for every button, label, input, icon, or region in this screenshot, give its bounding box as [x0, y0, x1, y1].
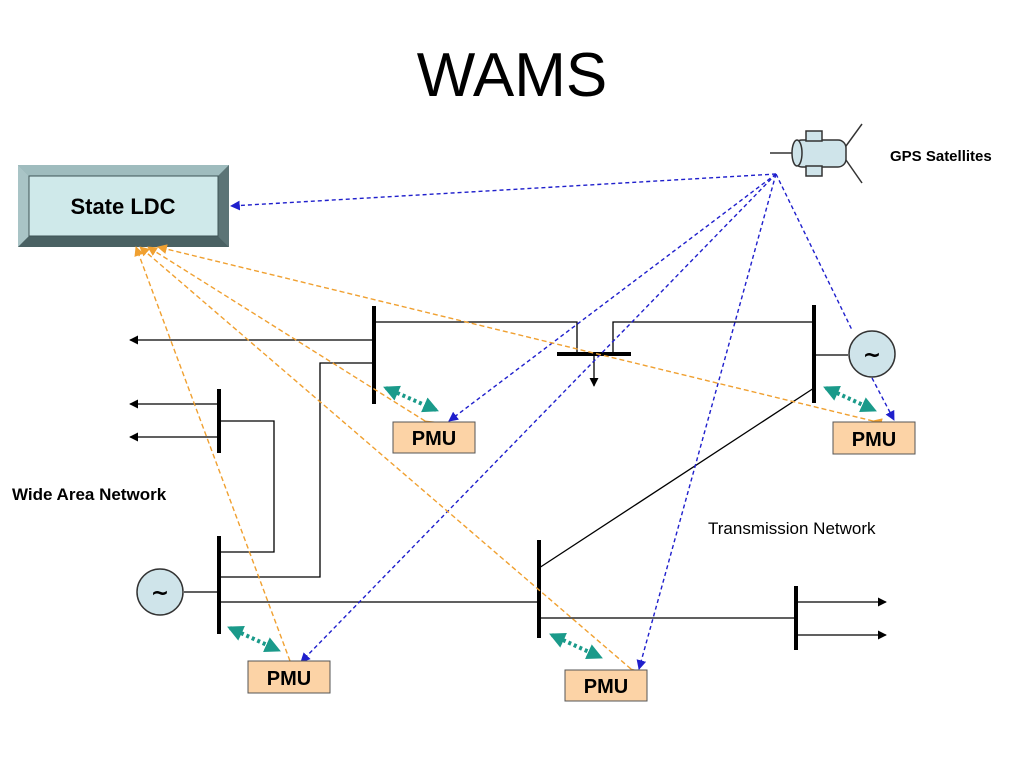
pmu-label-2: PMU: [852, 429, 896, 451]
pmu-box-3: PMU: [247, 660, 331, 694]
pmu-bus-links: [227, 385, 877, 659]
generator-left-symbol: ~: [151, 581, 169, 606]
pmu-box-4: PMU: [564, 669, 648, 702]
generator-left: ~: [136, 568, 184, 616]
pmu-box-2: PMU: [832, 421, 916, 455]
pmu-label-1: PMU: [412, 428, 456, 450]
wide-area-network-label: Wide Area Network: [12, 485, 167, 504]
ldc-links: [134, 244, 883, 679]
pmu-label-3: PMU: [267, 668, 311, 690]
transmission-lines: [129, 321, 887, 640]
generator-right: ~: [848, 330, 896, 378]
page-title: WAMS: [416, 41, 608, 110]
generator-right-symbol: ~: [863, 343, 881, 368]
gps-satellite-icon: [770, 123, 863, 184]
transmission-network-label: Transmission Network: [708, 519, 876, 538]
pmu-label-4: PMU: [584, 676, 628, 698]
state-ldc-label: State LDC: [70, 194, 175, 219]
gps-satellites-label: GPS Satellites: [890, 148, 992, 165]
pmu-box-1: PMU: [392, 421, 476, 454]
state-ldc-box: State LDC: [18, 165, 229, 247]
